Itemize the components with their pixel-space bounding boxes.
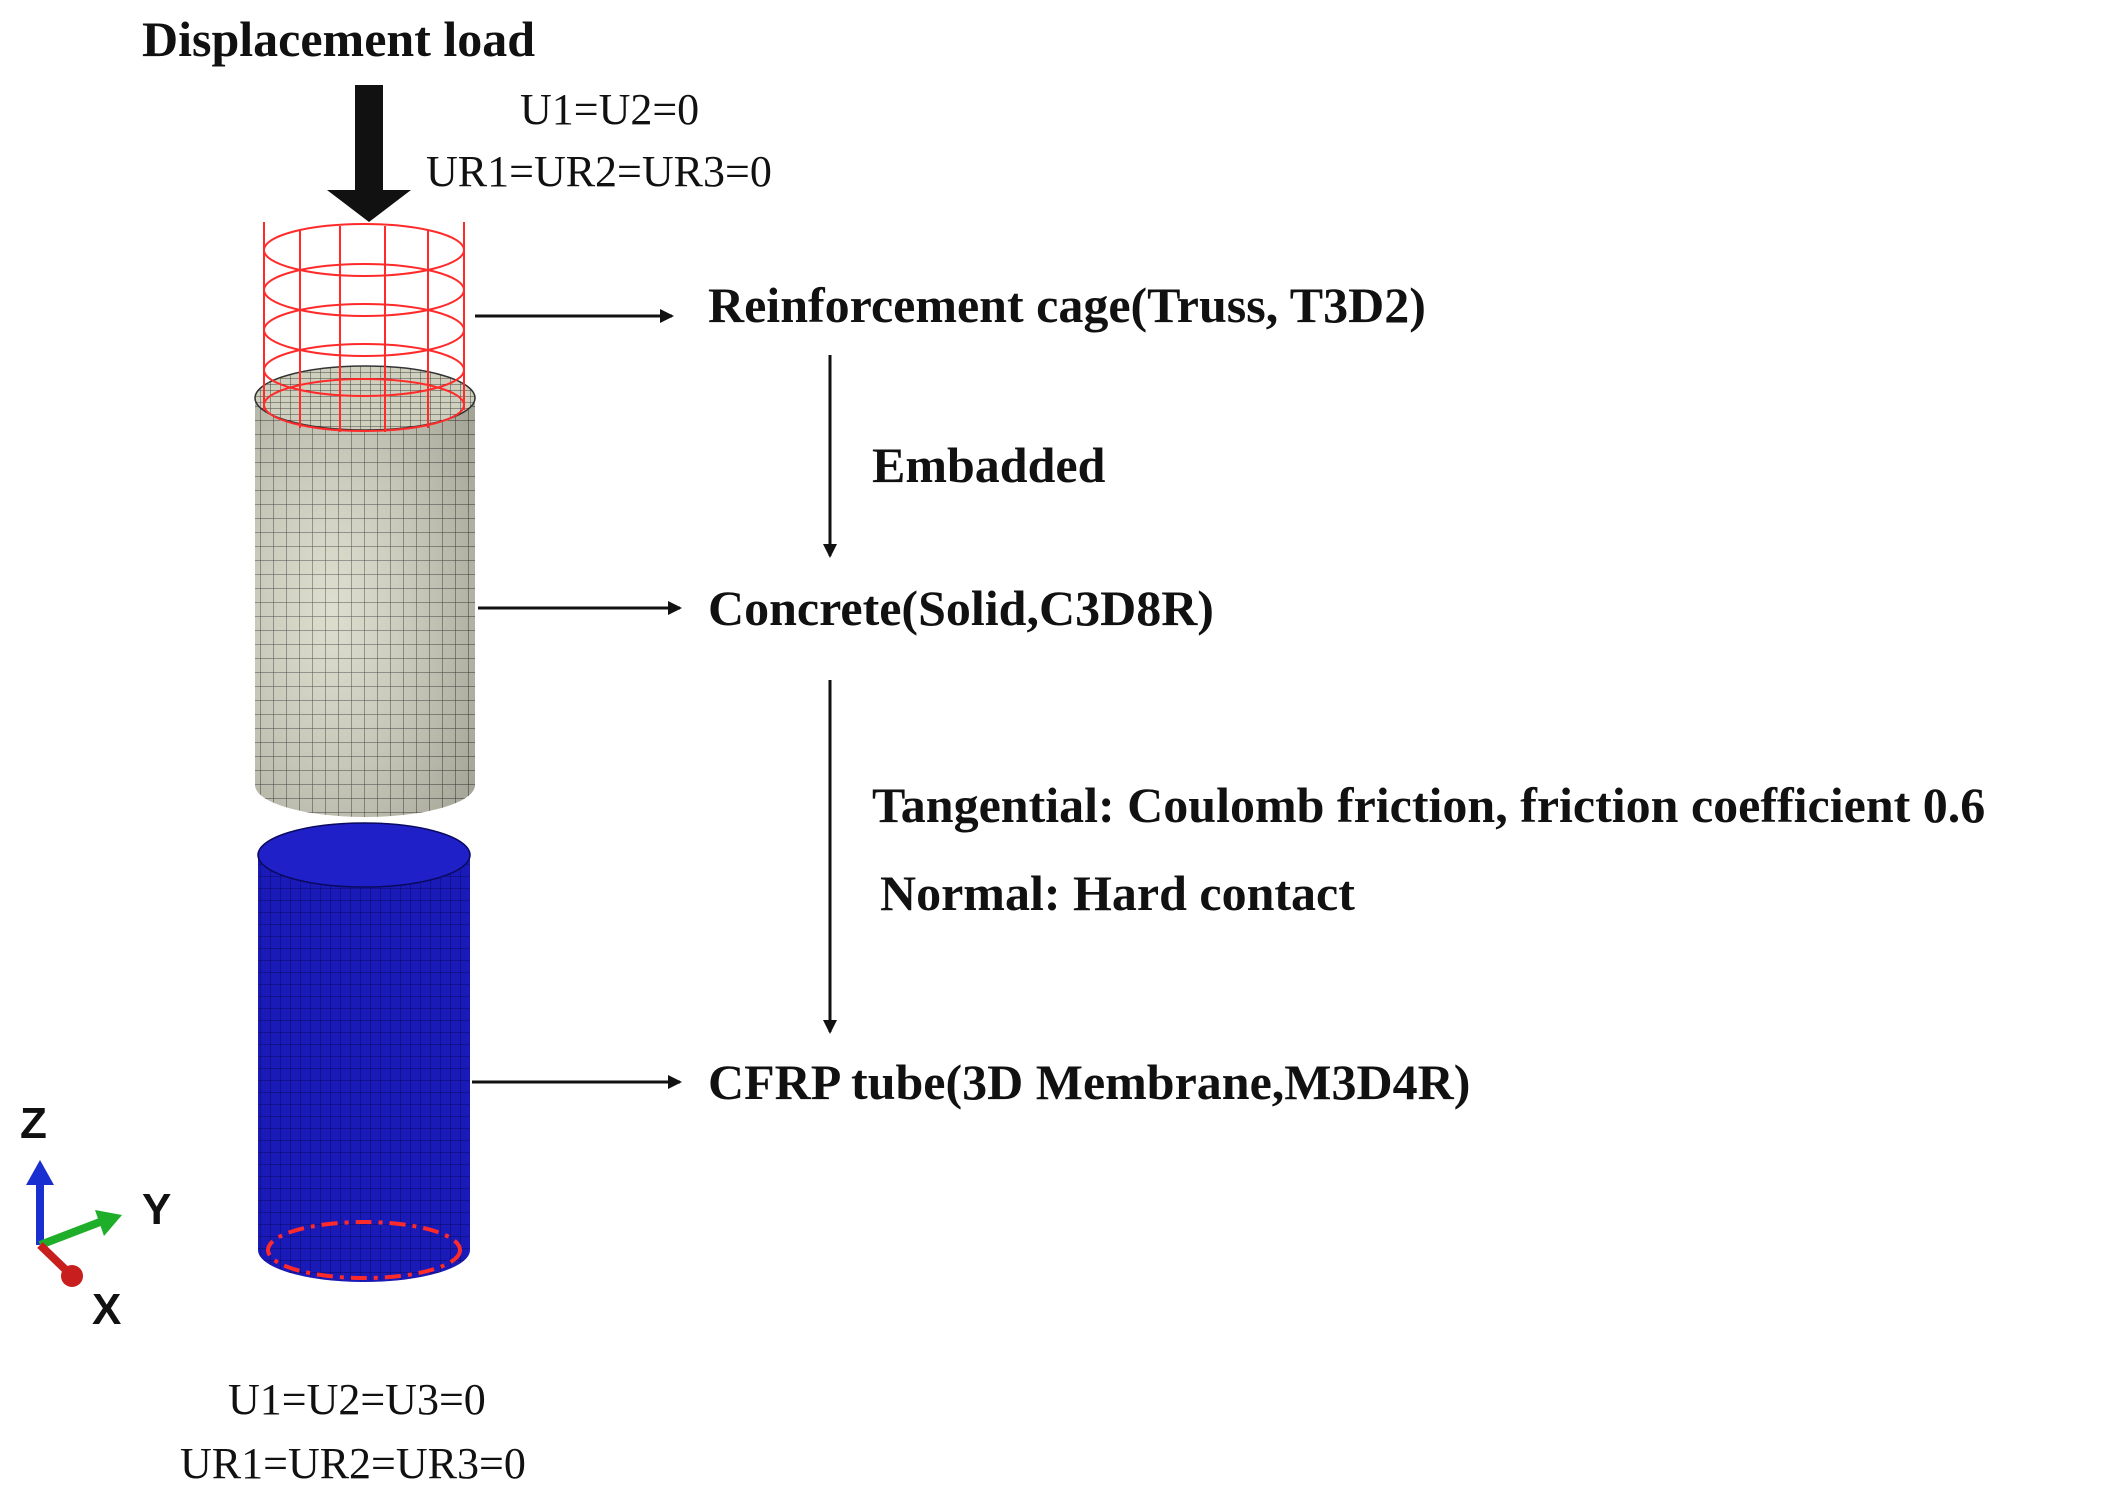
coordinate-axes-icon bbox=[26, 1160, 122, 1287]
cfrp-tube bbox=[257, 822, 471, 1282]
normal-contact-label: Normal: Hard contact bbox=[880, 865, 1355, 921]
embedded-label: Embadded bbox=[872, 437, 1106, 493]
bottom-boundary-condition-line1: U1=U2=U3=0 bbox=[228, 1375, 486, 1424]
concrete-cylinder bbox=[254, 365, 476, 817]
displacement-load-label: Displacement load bbox=[142, 11, 536, 67]
z-axis-label: Z bbox=[20, 1099, 47, 1148]
tangential-contact-label: Tangential: Coulomb friction, friction c… bbox=[872, 777, 1986, 833]
top-boundary-condition-line1: U1=U2=0 bbox=[520, 85, 700, 134]
bottom-boundary-condition-line2: UR1=UR2=UR3=0 bbox=[180, 1439, 526, 1488]
concrete-label: Concrete(Solid,C3D8R) bbox=[708, 580, 1214, 636]
x-axis-label: X bbox=[92, 1285, 122, 1334]
fixed-boundary-marker bbox=[266, 1220, 462, 1280]
displacement-load-arrow bbox=[327, 85, 411, 222]
reinforcement-cage bbox=[263, 222, 465, 432]
top-boundary-condition-line2: UR1=UR2=UR3=0 bbox=[426, 147, 772, 196]
y-axis-label: Y bbox=[142, 1185, 172, 1234]
reinforcement-cage-label: Reinforcement cage(Truss, T3D2) bbox=[708, 277, 1426, 333]
cfrp-tube-label: CFRP tube(3D Membrane,M3D4R) bbox=[708, 1054, 1471, 1110]
